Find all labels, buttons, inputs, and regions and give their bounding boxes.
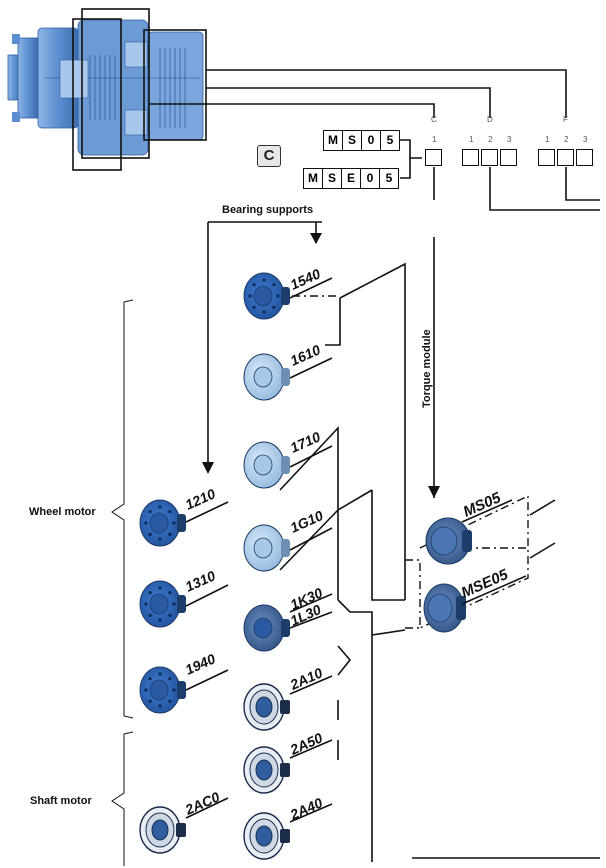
code-underline-2a40 xyxy=(289,803,333,823)
leader-lines xyxy=(150,69,600,498)
arrowheads xyxy=(202,233,440,498)
dashed-lines xyxy=(292,295,529,629)
order-code-mse05-char: S xyxy=(323,169,342,188)
bearing-supports-heading: Bearing supports xyxy=(222,204,314,216)
torque-module-heading: Torque module xyxy=(421,329,433,408)
order-code-ms05-char: 0 xyxy=(362,131,381,150)
code-underline-1940 xyxy=(185,669,229,691)
order-code-mse05-char: 0 xyxy=(361,169,380,188)
motor-icon-1k30 xyxy=(243,604,290,652)
slot-f-1 xyxy=(538,149,555,166)
motor-icon-1940 xyxy=(139,666,186,714)
bearing-code-1940: 1940 xyxy=(183,650,218,677)
motor-icon-2a50 xyxy=(243,746,290,794)
motor-icon-2a40 xyxy=(243,812,290,860)
code-underline-2a10 xyxy=(289,675,333,695)
slot-d-3 xyxy=(500,149,517,166)
column-d-pos-2: 2 xyxy=(488,135,493,144)
column-f-pos-3: 3 xyxy=(583,135,588,144)
bearing-code-1g10: 1G10 xyxy=(288,507,326,536)
motor-icon-1610 xyxy=(243,353,290,401)
code-underline-2ac0 xyxy=(185,797,229,819)
bearing-code-1710: 1710 xyxy=(288,428,323,455)
code-underline-1610 xyxy=(289,357,333,379)
motor-icon-1540 xyxy=(243,272,290,320)
code-underline-1l30 xyxy=(289,611,333,629)
order-code-mse05-char: E xyxy=(342,169,361,188)
motor-icon-1310 xyxy=(139,580,186,628)
code-underline-1540 xyxy=(289,277,333,299)
column-c-header: C xyxy=(431,115,437,124)
motor-icon-1210 xyxy=(139,499,186,547)
order-code-ms05-char: S xyxy=(343,131,362,150)
motor-icon-1g10 xyxy=(243,524,290,572)
slot-d-1 xyxy=(462,149,479,166)
motor-icon-1710 xyxy=(243,441,290,489)
order-code-ms05-char: M xyxy=(324,131,343,150)
torque-module-label-ms05: MS05 xyxy=(461,489,504,521)
torque-module-mse05-icon xyxy=(423,583,466,633)
connection-lines xyxy=(279,262,600,862)
column-f-pos-2: 2 xyxy=(564,135,569,144)
motor-icon-2ac0 xyxy=(139,806,186,854)
bearing-code-2a40: 2A40 xyxy=(287,794,325,823)
bearing-code-1540: 1540 xyxy=(288,265,323,292)
column-f-header: F xyxy=(563,115,568,124)
column-c-pos-1: 1 xyxy=(432,135,437,144)
shaft-motor-heading: Shaft motor xyxy=(30,795,92,807)
bearing-code-2a50: 2A50 xyxy=(287,729,325,758)
slot-c-1 xyxy=(425,149,442,166)
slot-d-2 xyxy=(481,149,498,166)
motor-cutaway-image xyxy=(7,19,204,156)
order-code-mse05-char: M xyxy=(304,169,323,188)
section-frames xyxy=(72,8,207,171)
column-d-pos-3: 3 xyxy=(507,135,512,144)
option-c-badge: C xyxy=(257,145,281,167)
code-underline-1210 xyxy=(185,501,229,523)
code-underline-1310 xyxy=(185,584,229,607)
motor-icons xyxy=(139,272,290,860)
bearing-code-2a10: 2A10 xyxy=(287,664,325,693)
code-underline-1g10 xyxy=(289,527,333,551)
code-underline-1k30 xyxy=(289,593,333,613)
column-d-pos-1: 1 xyxy=(469,135,474,144)
slot-f-2 xyxy=(557,149,574,166)
code-underline-1710 xyxy=(289,445,333,468)
torque-module-label-mse05: MSE05 xyxy=(459,566,511,602)
column-f-pos-1: 1 xyxy=(545,135,550,144)
code-underline-2a50 xyxy=(289,739,333,759)
wheel-motor-heading: Wheel motor xyxy=(29,506,96,518)
bearing-code-2ac0: 2AC0 xyxy=(182,788,222,818)
order-code-mse05-char: 5 xyxy=(385,171,393,185)
torque-module-ms05-icon xyxy=(425,517,472,565)
bearing-code-1310: 1310 xyxy=(183,567,218,594)
order-code-ms05-char: 5 xyxy=(386,133,394,147)
column-d-header: D xyxy=(487,115,493,124)
slot-f-3 xyxy=(576,149,593,166)
code-underlines xyxy=(185,277,333,823)
motor-icon-2a10 xyxy=(243,683,290,731)
group-braces xyxy=(111,299,134,866)
